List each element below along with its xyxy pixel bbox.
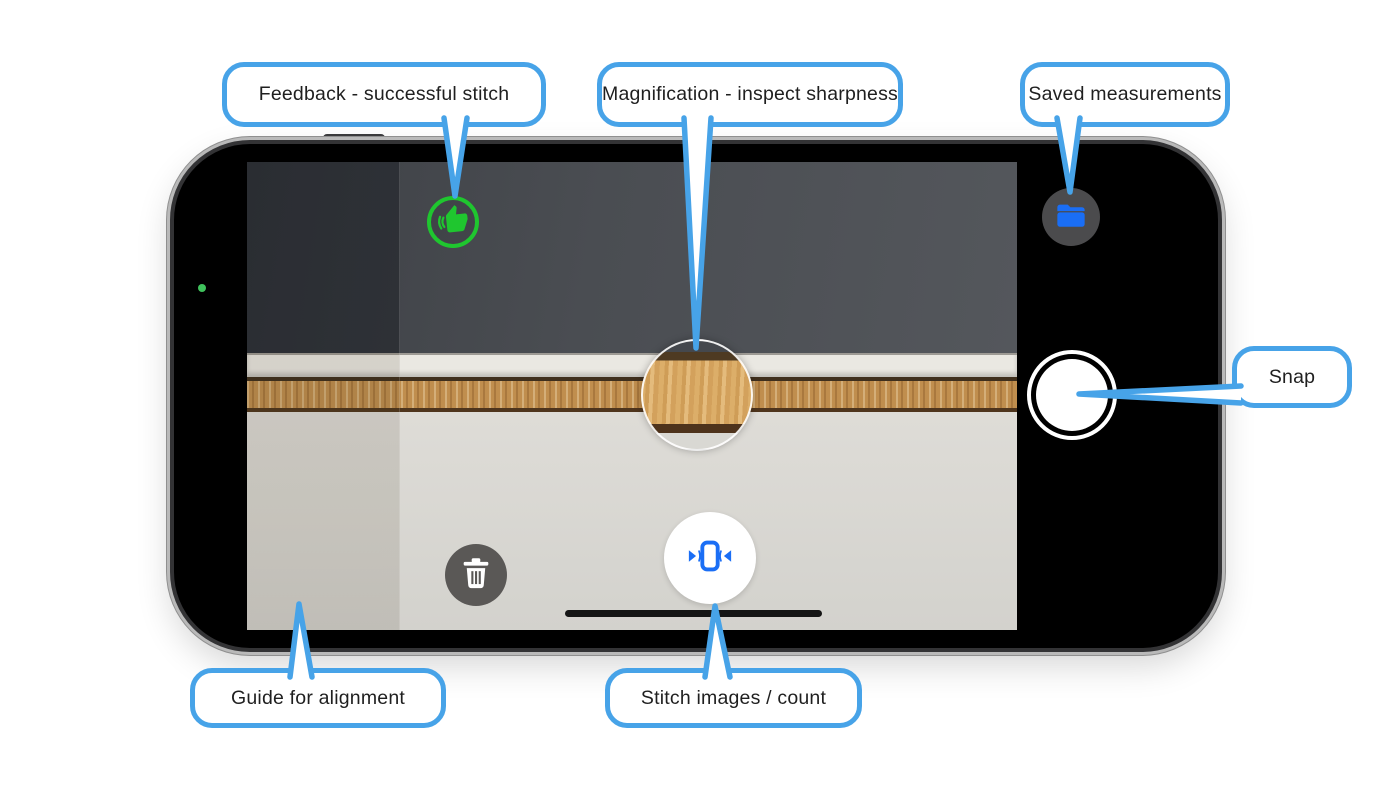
camera-indicator-dot <box>198 284 206 292</box>
shutter-inner-circle <box>1036 359 1108 431</box>
table-surface <box>247 412 1017 630</box>
callout-stitch-count: Stitch images / count <box>605 668 862 728</box>
callout-magnification: Magnification - inspect sharpness <box>597 62 903 127</box>
delete-button[interactable] <box>445 544 507 606</box>
phone-frame <box>170 140 1222 652</box>
callout-stitch-count-label: Stitch images / count <box>640 686 827 709</box>
shelf-edge <box>247 353 1017 377</box>
callout-saved-measurements: Saved measurements <box>1020 62 1230 127</box>
callout-magnification-label: Magnification - inspect sharpness <box>602 83 898 105</box>
thumbs-up-icon <box>437 204 469 241</box>
camera-preview <box>247 162 1017 630</box>
callout-saved-measurements-label: Saved measurements <box>1028 83 1222 105</box>
desk-background <box>247 162 1017 353</box>
callout-guide-label: Guide for alignment <box>231 686 405 709</box>
folder-icon <box>1056 202 1086 233</box>
magnification-loupe[interactable] <box>641 339 753 451</box>
shutter-button[interactable] <box>1027 350 1117 440</box>
saved-measurements-button[interactable] <box>1042 188 1100 246</box>
alignment-guide-overlay <box>247 162 400 630</box>
home-indicator[interactable] <box>565 610 822 617</box>
stitch-button[interactable] <box>664 512 756 604</box>
callout-feedback: Feedback - successful stitch <box>222 62 546 127</box>
stitch-success-indicator <box>427 196 479 248</box>
trash-icon <box>461 557 491 594</box>
side-button <box>323 134 385 144</box>
callout-snap: Snap <box>1232 346 1352 408</box>
callout-feedback-label: Feedback - successful stitch <box>258 83 510 105</box>
wood-core-sample <box>247 377 1017 412</box>
stitch-icon <box>686 539 734 578</box>
callout-snap-label: Snap <box>1268 365 1316 388</box>
callout-guide: Guide for alignment <box>190 668 446 728</box>
